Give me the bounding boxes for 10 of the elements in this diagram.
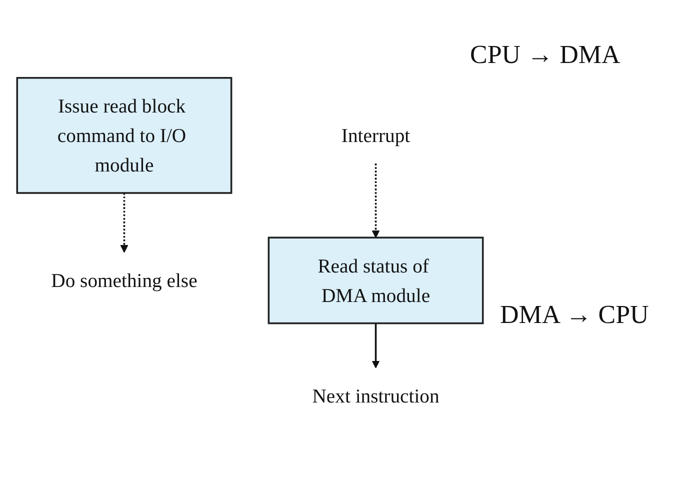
arrow	[372, 164, 380, 238]
node-box: Issue read block command to I/O module	[16, 76, 232, 194]
direction-label: CPU → DMA	[470, 40, 620, 70]
node-text: Do something else	[51, 269, 198, 292]
direction-label: DMA → CPU	[500, 300, 649, 330]
node-box: Read status of DMA module	[268, 236, 484, 324]
arrow	[120, 193, 128, 253]
node-text: Next instruction	[312, 384, 440, 408]
node-text: Interrupt	[341, 124, 410, 147]
arrow	[372, 323, 380, 368]
